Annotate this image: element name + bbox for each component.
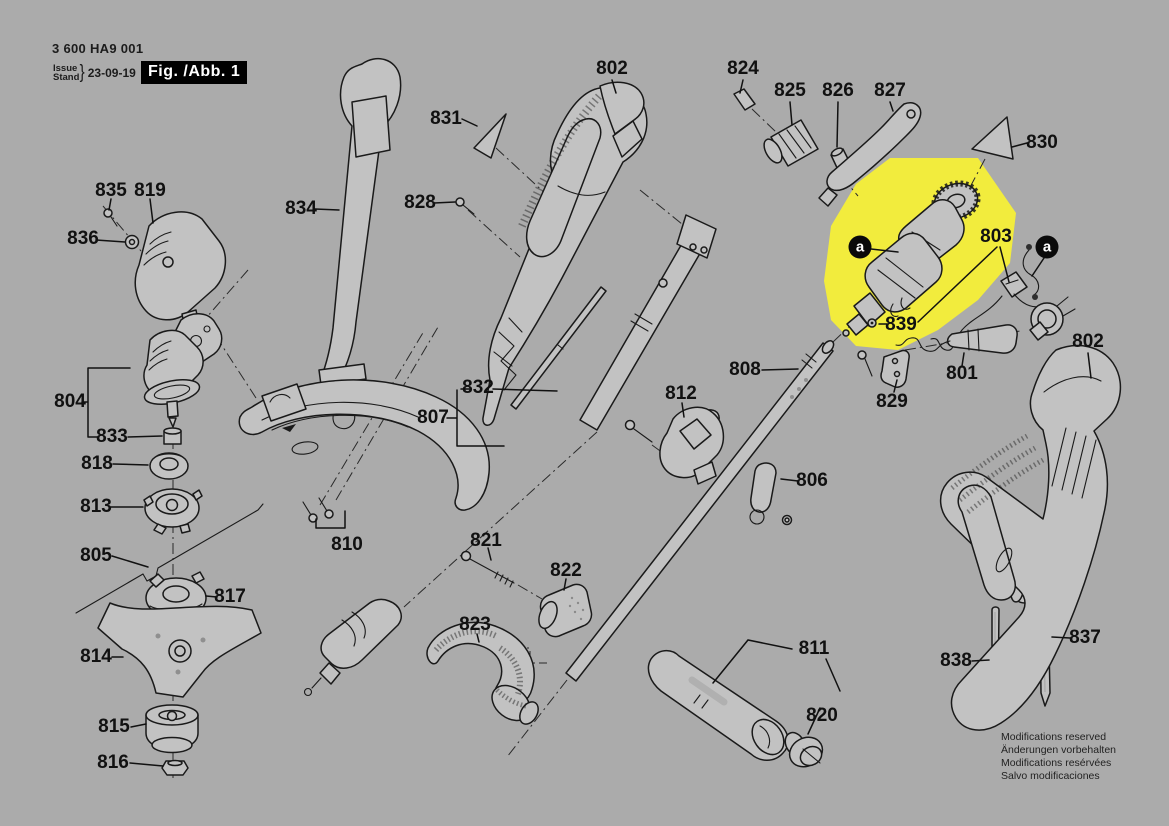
type-number: 3 600 HA9 001	[52, 41, 144, 56]
issue-brace: }	[80, 62, 86, 83]
part-callout-834-3: 834	[285, 198, 317, 219]
part-callout-838-38: 838	[940, 650, 972, 671]
shaft-upper-section-drawing	[579, 214, 717, 431]
modifications-note-line-2: Änderungen vorbehalten	[1001, 744, 1117, 756]
part-callout-826-18: 826	[822, 80, 854, 101]
part-callout-818-6: 818	[81, 453, 113, 474]
power-cord-801-drawing	[895, 296, 1076, 354]
lever-827-drawing	[818, 102, 922, 207]
part-callout-831-13: 831	[430, 108, 462, 129]
part-callout-805-8: 805	[80, 545, 112, 566]
cap-820-drawing	[784, 731, 824, 768]
part-callout-813-7: 813	[80, 496, 112, 517]
part-callout-829-24: 829	[876, 391, 908, 412]
part-callout-828-14: 828	[404, 192, 436, 213]
part-callout-835-0: 835	[95, 180, 127, 201]
part-callout-819-1: 819	[134, 180, 166, 201]
part-callout-811-35: 811	[798, 638, 830, 659]
part-callout-832-27: 832	[462, 377, 494, 398]
part-callout-833-5: 833	[96, 426, 128, 447]
blade-830-drawing	[971, 116, 1014, 160]
part-callout-836-2: 836	[67, 228, 99, 249]
modifications-note-line-4: Salvo modificaciones	[1001, 770, 1100, 782]
gearhead-cone-drawing	[303, 598, 402, 697]
part-callout-817-9: 817	[214, 586, 246, 607]
part-callout-806-30: 806	[796, 470, 828, 491]
part-callout-802-15: 802	[596, 58, 628, 79]
annotation-badge-a-1: a	[1035, 235, 1059, 259]
part-callout-837-37: 837	[1069, 627, 1101, 648]
strap-834-drawing	[318, 57, 402, 430]
part-callout-804-4: 804	[54, 391, 86, 412]
part-callout-824-16: 824	[727, 58, 759, 79]
part-callout-816-12: 816	[97, 752, 129, 773]
part-callout-814-10: 814	[80, 646, 112, 667]
tube-811-drawing	[647, 650, 789, 761]
housing-shell-802-right-drawing	[939, 344, 1122, 731]
spacer-822-drawing	[538, 583, 593, 638]
grip-823-drawing	[426, 621, 539, 725]
part-callout-821-32: 821	[470, 530, 502, 551]
modifications-note-line-3: Modifications resérvées	[1001, 757, 1112, 769]
part-callout-839-22: 839	[885, 314, 917, 335]
bolt-821-drawing	[460, 550, 515, 588]
lever-806-drawing	[749, 462, 793, 526]
modifications-note-line-1: Modifications reserved	[1001, 731, 1107, 743]
strip-832-drawing	[510, 286, 607, 410]
part-callout-802-26: 802	[1072, 331, 1104, 352]
clamp-812-drawing	[624, 406, 725, 485]
sticker-831-drawing	[473, 113, 507, 159]
screw-824-drawing	[733, 88, 756, 111]
housing-shell-802-top-drawing	[482, 81, 648, 426]
leader-lines	[81, 79, 1092, 767]
part-callout-827-19: 827	[874, 80, 906, 101]
part-callout-815-11: 815	[98, 716, 130, 737]
guard-810-drawing	[238, 379, 490, 523]
issue-date: 23-09-19	[87, 66, 136, 80]
part-callout-803-21: 803	[980, 226, 1012, 247]
part-callout-820-36: 820	[806, 705, 838, 726]
part-callout-830-20: 830	[1026, 132, 1058, 153]
screw-828-drawing	[455, 197, 475, 215]
part-callout-810-31: 810	[331, 534, 363, 555]
head-parts-drawing	[75, 208, 264, 776]
shaft-tube-808-drawing	[565, 340, 835, 682]
knob-825-drawing	[763, 119, 819, 167]
part-callout-823-34: 823	[459, 614, 491, 635]
annotation-badge-a-0: a	[848, 235, 872, 259]
motor-assembly-803-drawing	[842, 180, 1045, 351]
part-callout-801-25: 801	[946, 363, 978, 384]
clamp-829-drawing	[857, 349, 910, 388]
part-callout-822-33: 822	[550, 560, 582, 581]
part-callout-808-23: 808	[729, 359, 761, 380]
part-callout-807-28: 807	[417, 407, 449, 428]
figure-label-badge: Fig. /Abb. 1	[141, 61, 248, 84]
part-callout-825-17: 825	[774, 80, 806, 101]
part-callout-812-29: 812	[665, 383, 697, 404]
